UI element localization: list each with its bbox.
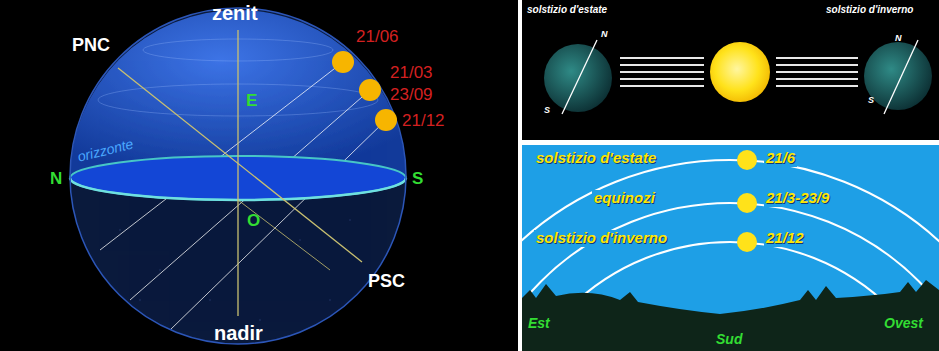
date-label: 21/12 (402, 112, 445, 131)
panel-title: solstizio d'estate (527, 4, 607, 15)
cardinal-point: Sud (716, 332, 742, 347)
meridian-line (238, 200, 330, 270)
sun (710, 42, 770, 102)
panel-title: solstizio d'inverno (826, 4, 913, 15)
pole-label: PNC (72, 36, 110, 56)
cardinal-point: Est (528, 316, 550, 331)
pole-label: S (544, 106, 550, 116)
panel-background (0, 0, 518, 351)
pole-label: PSC (368, 272, 405, 292)
zenith-label: zenit (212, 2, 258, 24)
sun-rays (620, 58, 858, 86)
date-label: 23/09 (390, 86, 433, 105)
sun (359, 79, 381, 101)
cardinal-point: O (247, 212, 260, 231)
date-label: 21/03 (390, 64, 433, 83)
hills (522, 280, 939, 351)
cardinal-point: E (246, 92, 257, 111)
cardinal-point: N (50, 170, 62, 189)
sun (737, 232, 757, 252)
sun (737, 150, 757, 170)
season-label: equinozi (592, 190, 657, 207)
cardinal-point: S (412, 170, 423, 189)
pole-label: N (895, 34, 902, 44)
sphere-outline (70, 8, 406, 344)
season-label: solstizio d'inverno (534, 230, 669, 247)
season-label: solstizio d'estate (534, 150, 658, 167)
earth-axis (884, 40, 918, 114)
polar-axis (118, 68, 362, 262)
earth (544, 44, 612, 112)
zenith-nadir-line (237, 30, 238, 316)
date-label: 21/06 (356, 28, 399, 47)
panel-background (522, 0, 939, 140)
lower-hemisphere (70, 8, 406, 344)
sun-paths (522, 160, 939, 351)
sun (737, 193, 757, 213)
earth-axis (562, 40, 597, 114)
nadir-label: nadir (214, 322, 263, 344)
sun (332, 51, 354, 73)
pole-label: S (868, 96, 874, 106)
sun (375, 109, 397, 131)
pole-label: N (601, 30, 608, 40)
earth (864, 42, 932, 110)
cardinal-point: Ovest (884, 316, 923, 331)
sky (522, 145, 939, 351)
date-label: 21/12 (764, 230, 806, 247)
date-label: 21/6 (764, 150, 797, 167)
date-label: 21/3-23/9 (764, 190, 831, 207)
